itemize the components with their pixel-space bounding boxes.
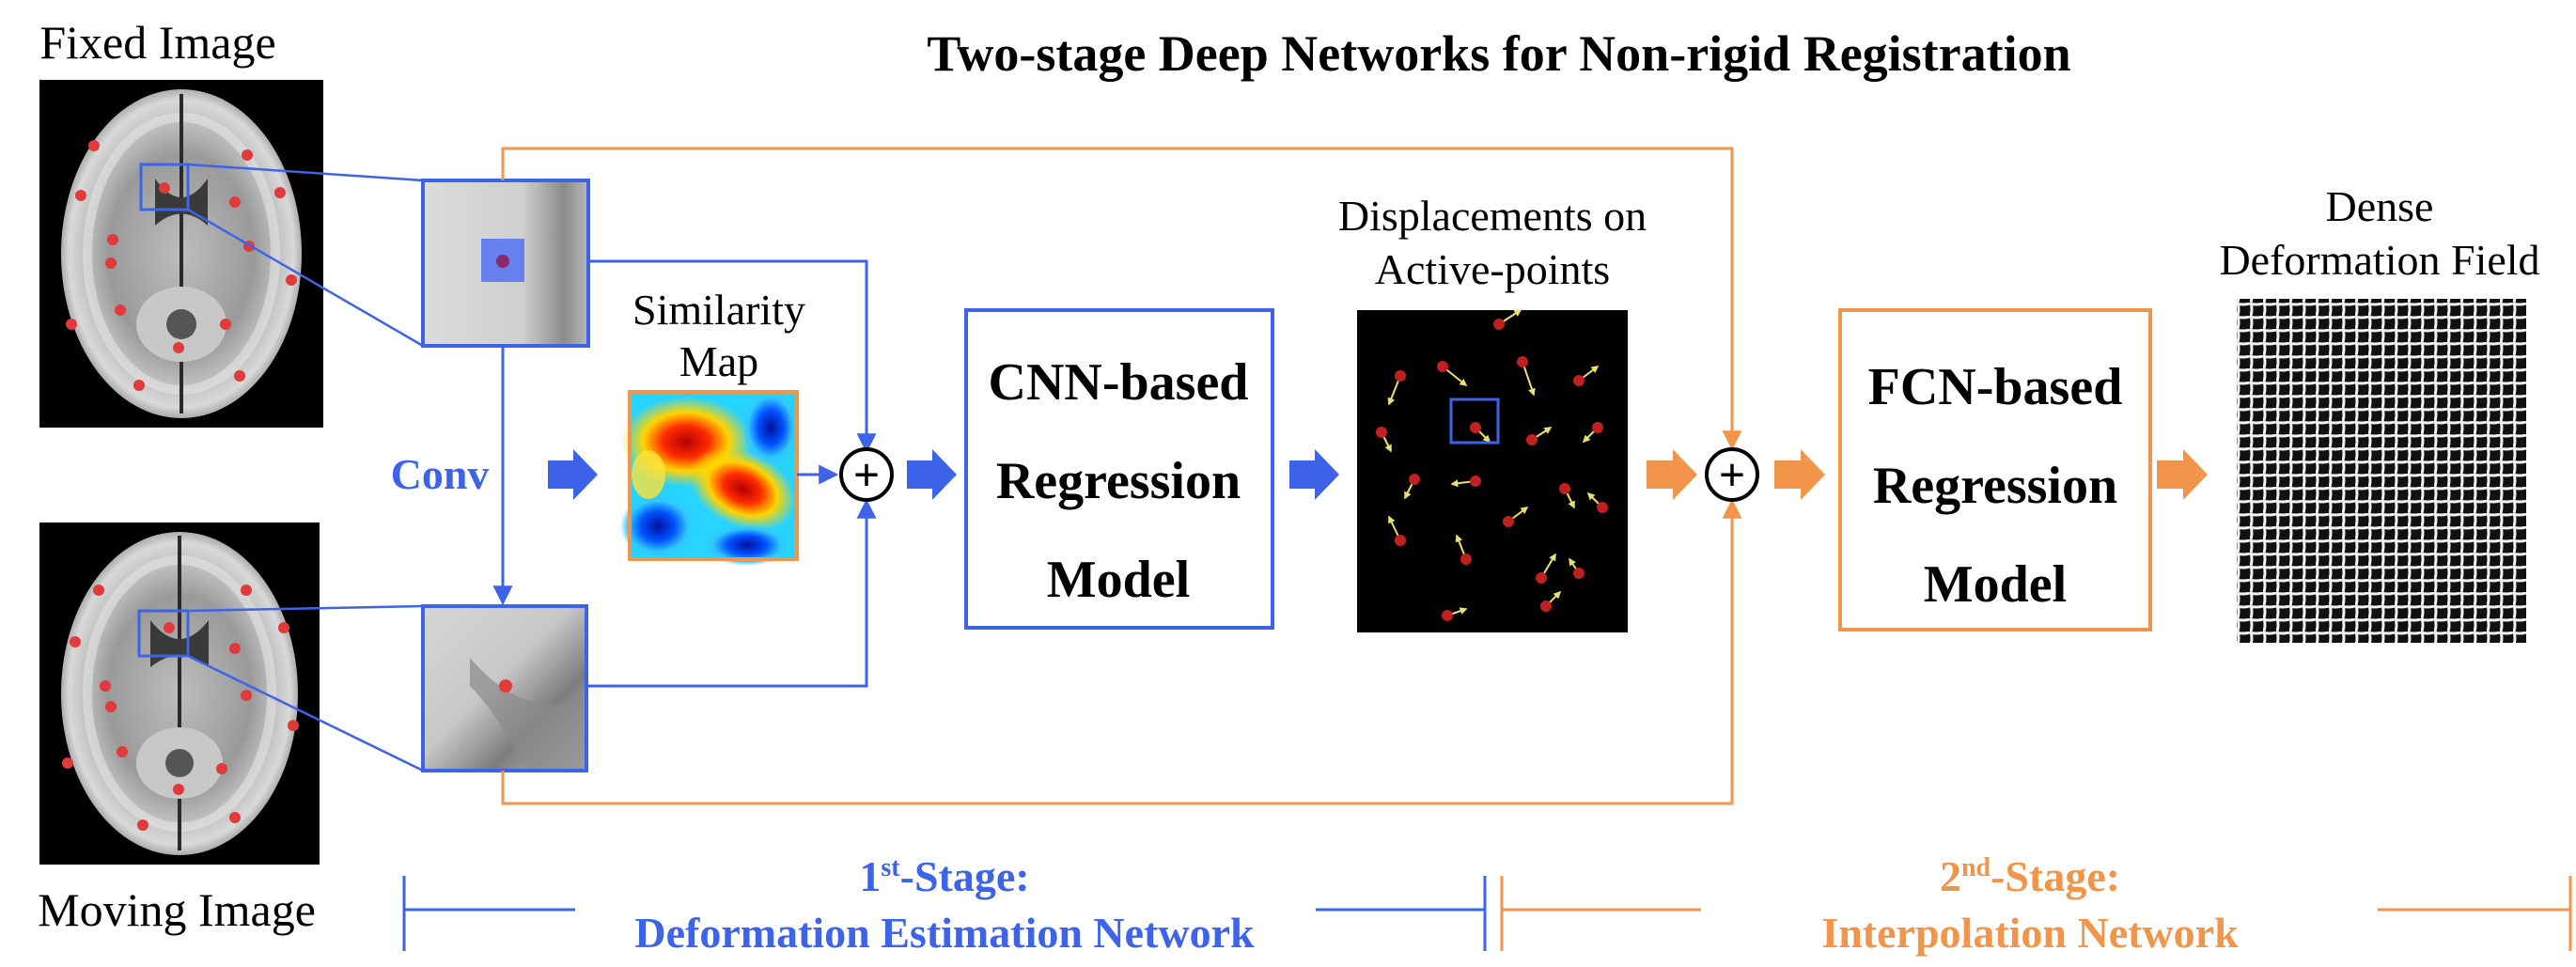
concat-plus-2: +: [1705, 447, 1759, 502]
fcn-regression-box: FCN-based Regression Model: [1838, 308, 2152, 632]
fcn-to-field-arrow: [2157, 449, 2208, 500]
similarity-map-label-line2: Map: [679, 337, 758, 385]
cnn-box-line3: Model: [1047, 551, 1190, 609]
dense-deformation-field-image: [2237, 299, 2526, 643]
fcn-box-line2: Regression: [1873, 457, 2117, 515]
fixed-image-label: Fixed Image: [39, 16, 275, 69]
conv-label: Conv: [391, 450, 490, 498]
moving-patch: [421, 604, 588, 772]
cnn-to-displacement-arrow: [1289, 449, 1339, 500]
second-stage-bracket: [1500, 876, 2572, 951]
moving-brain-image: [39, 522, 320, 865]
plus2-to-fcn-arrow: [1774, 449, 1825, 500]
dense-field-label-line2: Deformation Field: [2219, 236, 2539, 284]
svg-text:+: +: [853, 448, 881, 501]
moving-image-label: Moving Image: [38, 883, 316, 936]
concat-plus-1: +: [839, 447, 894, 502]
first-stage-bracket: [402, 876, 1487, 951]
diagram-title: Two-stage Deep Networks for Non-rigid Re…: [927, 25, 2070, 82]
fcn-box-line3: Model: [1924, 555, 2067, 614]
displacement-to-plus2-arrow: [1647, 449, 1697, 500]
first-stage-name: Deformation Estimation Network: [634, 909, 1255, 957]
moving-zoom-line-top: [187, 604, 424, 613]
plus-to-cnn-arrow: [907, 449, 957, 500]
fixed-zoom-line-top: [187, 163, 424, 182]
first-stage-title: 1st-Stage:: [859, 852, 1029, 900]
displacements-label-line2: Active-points: [1375, 245, 1610, 293]
fixed-to-plus-line: [588, 259, 877, 454]
cnn-box-line1: CNN-based: [989, 353, 1249, 412]
fixed-brain-image: [39, 80, 323, 428]
moving-zoom-line-bottom: [187, 654, 424, 772]
moving-to-plus-line: [586, 498, 877, 688]
cnn-regression-box: CNN-based Regression Model: [964, 308, 1274, 630]
svg-text:+: +: [1719, 448, 1746, 501]
similarity-map: [620, 390, 799, 566]
displacements-label-line1: Displacements on: [1338, 192, 1647, 240]
displacement-field-image: [1357, 309, 1628, 632]
similarity-map-label-line1: Similarity: [632, 286, 805, 334]
fixed-zoom-line-bottom: [187, 208, 424, 348]
second-stage-title: 2nd-Stage:: [1940, 852, 2120, 900]
conv-block-arrow: [548, 449, 598, 500]
fcn-box-line1: FCN-based: [1868, 358, 2123, 416]
moving-to-plus2-orange-line: [501, 498, 1742, 805]
fixed-patch: [421, 179, 590, 348]
second-stage-name: Interpolation Network: [1821, 909, 2239, 957]
fixed-to-plus2-orange-line: [501, 147, 1742, 451]
dense-field-label-line1: Dense: [2326, 182, 2434, 230]
cnn-box-line2: Regression: [996, 452, 1241, 510]
